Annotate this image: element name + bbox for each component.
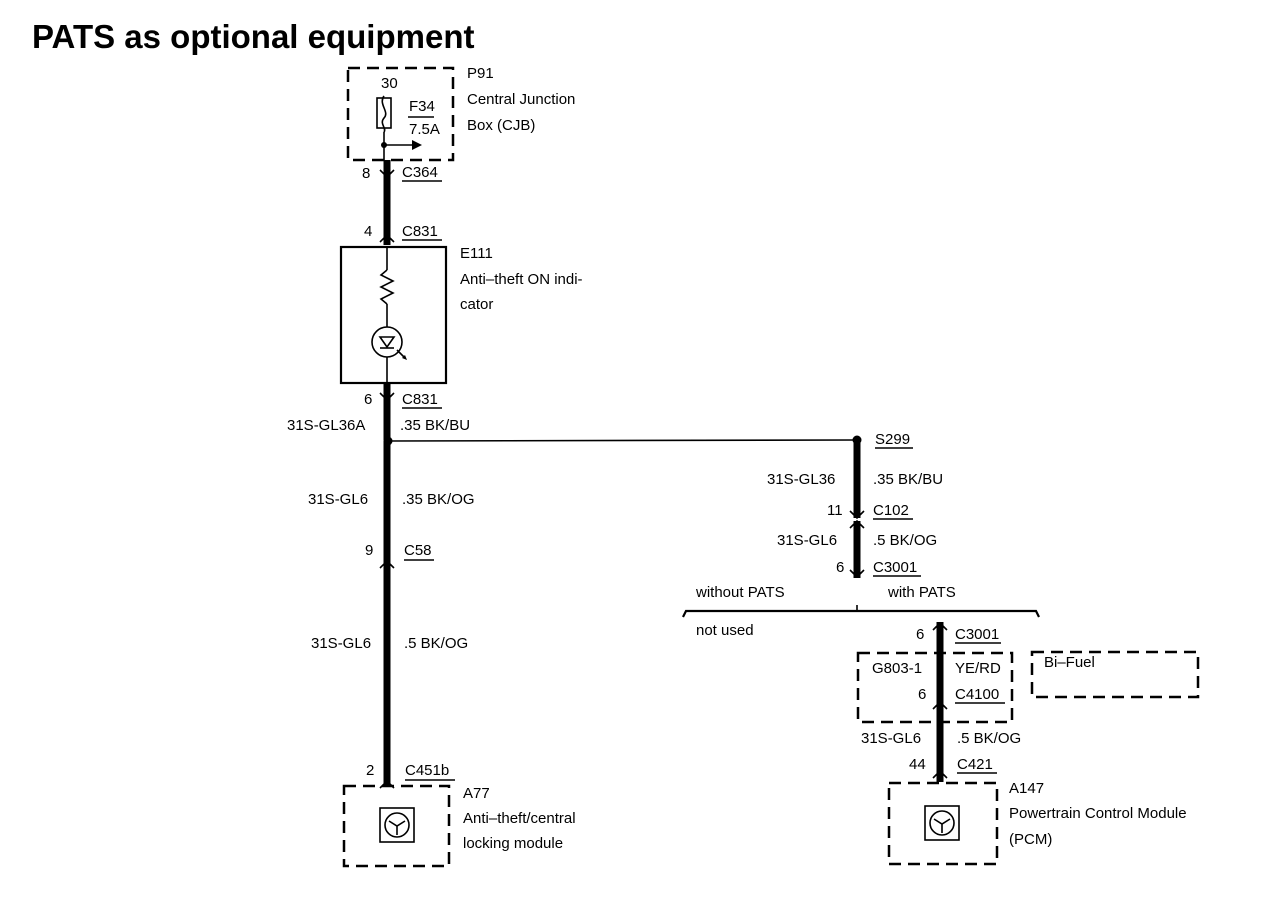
gl36-spec: .35 BK/BU [873,471,943,488]
branch-arrow-icon [412,140,422,150]
g803-spec: YE/RD [955,660,1001,677]
c831-bottom-connector: C831 [402,391,438,408]
gl6-d-spec: .5 BK/OG [957,730,1021,747]
a77-name-line1: Anti–theft/central [463,810,576,827]
gl6-c-spec: .5 BK/OG [873,532,937,549]
wire-to-s299 [387,439,858,442]
c102-connector: C102 [873,502,909,519]
variant-not-used: not used [696,622,754,639]
c831-top-connector: C831 [402,223,438,240]
c3001-top-connector: C3001 [873,559,917,576]
fuse-id: F34 [409,98,435,115]
c364-pin: 8 [362,165,370,182]
p91-ref: P91 [467,65,494,82]
gl36a-circuit: 31S-GL36A [287,417,365,434]
a147-ref: A147 [1009,780,1044,797]
variant-with: with PATS [887,584,956,601]
a77-box [342,784,451,868]
c421-pin: 44 [909,756,926,773]
e111-name-line1: Anti–theft ON indi- [460,271,583,288]
fuse-rating: 7.5A [409,121,440,138]
bifuel-label: Bi–Fuel [1044,654,1095,671]
gl36a-spec: .35 BK/BU [400,417,470,434]
e111-box [339,245,448,385]
gl6-a-spec: .35 BK/OG [402,491,475,508]
c4100-connector: C4100 [955,686,999,703]
c831-top-pin: 4 [364,223,372,240]
bifuel-box [1030,650,1200,699]
c3001-bottom-connector: C3001 [955,626,999,643]
gl6-a-circuit: 31S-GL6 [308,491,368,508]
connector-chevron-c3001-top [849,569,865,579]
gl36-circuit: 31S-GL36 [767,471,835,488]
c364-connector: C364 [402,164,438,181]
c58-connector: C58 [404,542,432,559]
fuse-icon [376,95,392,133]
e111-ref: E111 [460,245,493,262]
e111-name-line2: cator [460,296,493,313]
p91-name-line1: Central Junction [467,91,575,108]
c421-connector: C421 [957,756,993,773]
c4100-pin: 6 [918,686,926,703]
gl6-b-spec: .5 BK/OG [404,635,468,652]
connector-chevron-c364 [379,169,395,179]
resistor-icon [379,269,395,305]
c3001-bottom-pin: 6 [916,626,924,643]
a147-name-line1: Powertrain Control Module [1009,805,1187,822]
c3001-top-pin: 6 [836,559,844,576]
p91-pin: 30 [381,75,398,92]
gl6-c-circuit: 31S-GL6 [777,532,837,549]
connector-chevron-c831-top [379,233,395,243]
connector-chevron-c58 [379,559,395,569]
c451b-connector: C451b [405,762,449,779]
c58-pin: 9 [365,542,373,559]
c451b-pin: 2 [366,762,374,779]
variant-bracket [682,609,1040,618]
p91-name-line2: Box (CJB) [467,117,535,134]
g803-box [856,651,1014,724]
c831-bottom-pin: 6 [364,391,372,408]
connector-chevron-c421 [932,769,948,779]
a77-ref: A77 [463,785,490,802]
led-icon [371,326,407,360]
connector-chevron-c102 [849,510,865,520]
variant-without: without PATS [695,584,785,601]
g803-circuit: G803-1 [872,660,922,677]
gl6-b-circuit: 31S-GL6 [311,635,371,652]
a147-name-line2: (PCM) [1009,831,1052,848]
diagram-title: PATS as optional equipment [32,18,474,55]
c102-pin: 11 [827,502,843,519]
a77-name-line2: locking module [463,835,563,852]
gl6-d-circuit: 31S-GL6 [861,730,921,747]
module-icon [379,807,415,843]
p91-box [346,66,455,162]
s299-label: S299 [875,431,910,448]
module-icon [924,805,960,841]
